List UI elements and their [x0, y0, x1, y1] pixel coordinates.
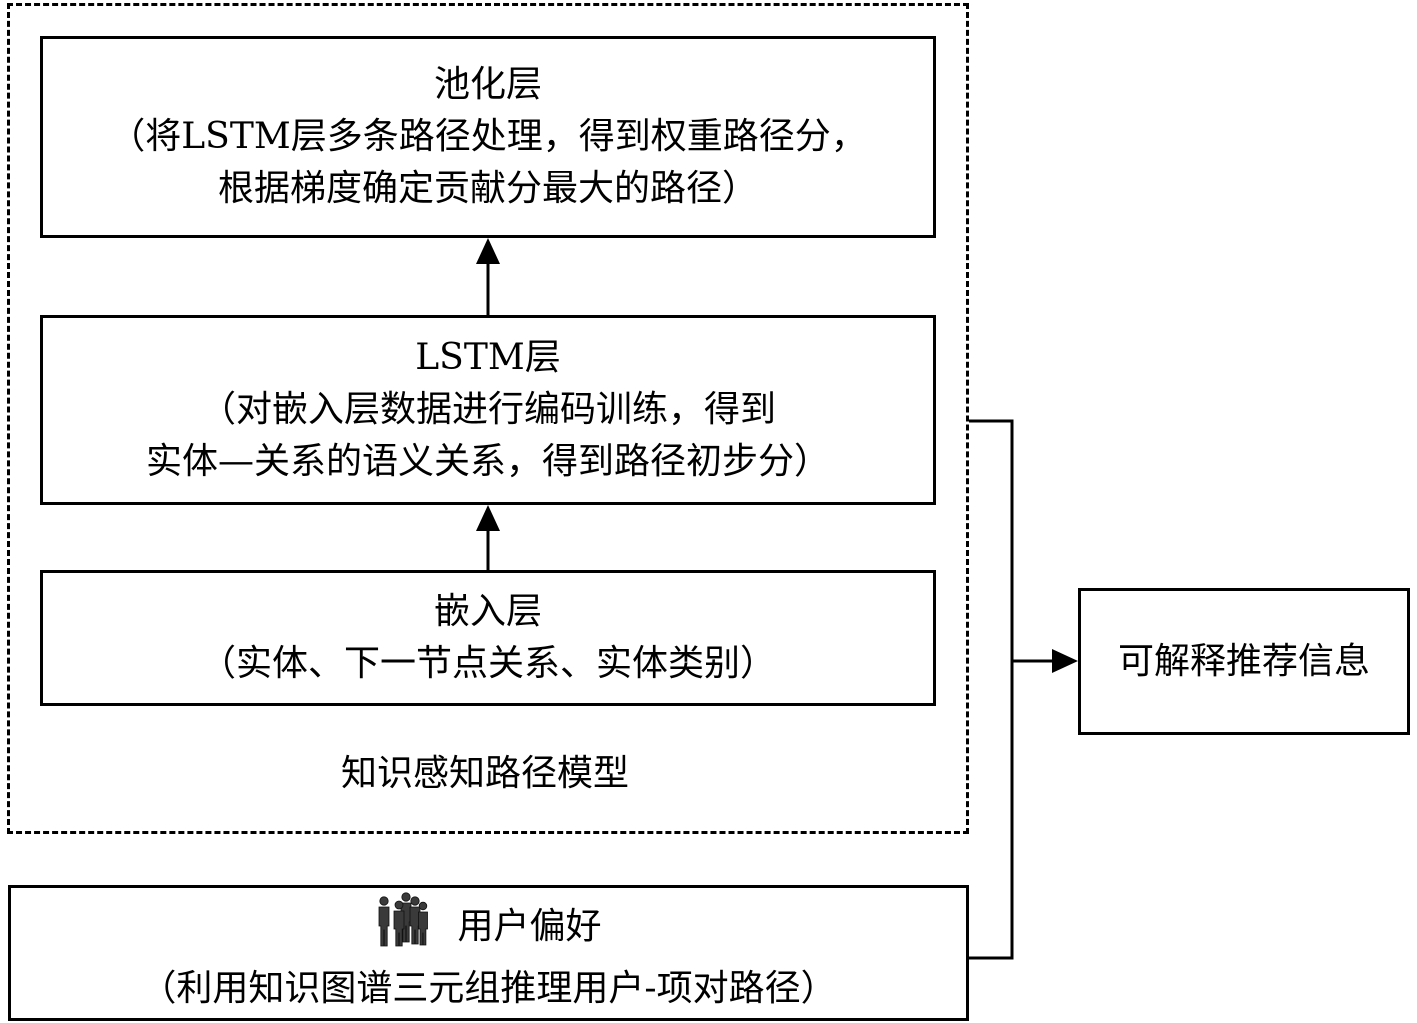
lstm-layer-desc-line1: （对嵌入层数据进行编码训练，得到: [199, 389, 776, 430]
connector-preference-to-output: [969, 661, 1014, 960]
model-label: 知识感知路径模型: [340, 753, 629, 794]
users-icon: [375, 891, 431, 963]
user-preference-box: 用户偏好 （利用知识图谱三元组推理用户-项对路径）: [8, 885, 969, 1021]
connector-model-to-output: [969, 419, 1056, 663]
pooling-layer-box: 池化层 （将LSTM层多条路径处理，得到权重路径分， 根据梯度确定贡献分最大的路…: [40, 36, 936, 238]
lstm-layer-desc-line2: 实体—关系的语义关系，得到路径初步分）: [145, 441, 830, 482]
pooling-layer-desc-line1: （将LSTM层多条路径处理，得到权重路径分，: [109, 116, 867, 157]
embedding-layer-title: 嵌入层: [433, 591, 542, 632]
user-preference-desc: （利用知识图谱三元组推理用户-项对路径）: [140, 967, 837, 1009]
pooling-layer-desc-line2: 根据梯度确定贡献分最大的路径）: [217, 168, 758, 209]
embedding-layer-desc: （实体、下一节点关系、实体类别）: [199, 643, 776, 684]
arrowhead-to-lstm: [476, 505, 500, 531]
lstm-layer-box: LSTM层 （对嵌入层数据进行编码训练，得到 实体—关系的语义关系，得到路径初步…: [40, 315, 936, 505]
model-boundary: [7, 3, 969, 834]
pooling-layer-title: 池化层: [433, 64, 542, 105]
embedding-layer-box: 嵌入层 （实体、下一节点关系、实体类别）: [40, 570, 936, 706]
user-preference-title-row: 用户偏好: [375, 891, 602, 963]
output-box: 可解释推荐信息: [1078, 588, 1410, 735]
arrowhead-to-output: [1052, 649, 1078, 673]
arrowhead-to-pooling: [476, 238, 500, 264]
lstm-layer-title: LSTM层: [415, 337, 561, 378]
output-label: 可解释推荐信息: [1117, 640, 1370, 682]
user-preference-title: 用户偏好: [457, 906, 602, 947]
